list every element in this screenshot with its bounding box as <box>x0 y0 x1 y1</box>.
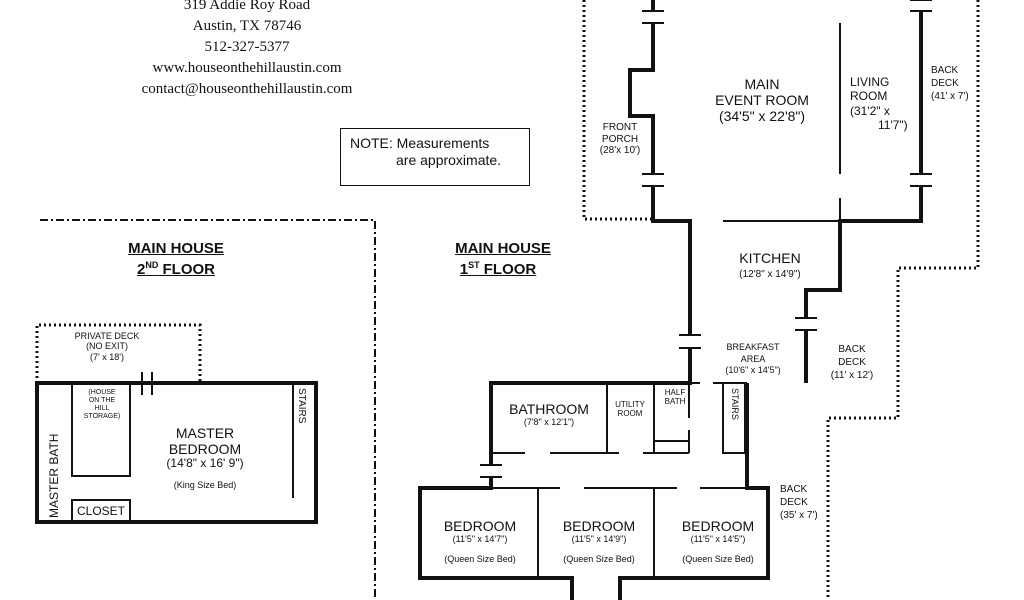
second-floor-title: MAIN HOUSE <box>128 240 224 257</box>
first-floor-stairs-label: STAIRS <box>730 388 740 420</box>
master-bedroom-size: (14'8" x 16' 9") <box>166 456 244 471</box>
private-deck-name: PRIVATE DECK <box>74 331 140 341</box>
living-room-size-1: (31'2" x <box>850 103 890 118</box>
back-deck-low-name-1: BACK <box>780 484 808 495</box>
kitchen-label: KITCHEN (12'8" x 14'9") <box>739 250 801 281</box>
half-bath-name-2: BATH <box>664 397 686 407</box>
breakfast-area-size: (10'6" x 14'5") <box>725 365 781 376</box>
bedroom-2-label: BEDROOM (11'5" x 14'9") (Queen Size Bed) <box>563 518 635 565</box>
living-room-name-1: LIVING <box>850 75 890 89</box>
half-bath-label: HALF BATH <box>665 388 686 406</box>
private-deck-note: (NO EXIT) <box>86 341 128 352</box>
living-room-name-2: ROOM <box>850 89 888 104</box>
main-event-room-size: (34'5" x 22'8") <box>718 108 806 125</box>
bedroom-3-label: BEDROOM (11'5" x 14'5") (Queen Size Bed) <box>682 518 754 565</box>
bathroom-name: BATHROOM <box>509 401 589 417</box>
bedroom-bed: (Queen Size Bed) <box>682 554 754 565</box>
back-deck-low-size: (35' x 7') <box>780 510 818 521</box>
closet-label: CLOSET <box>76 504 126 518</box>
front-porch-label: FRONT PORCH (28'x 10') <box>600 122 641 157</box>
back-deck-mid-name-1: BACK <box>838 344 866 355</box>
second-floor-subtitle: 2ND FLOOR <box>137 260 215 278</box>
kitchen-name: KITCHEN <box>739 250 801 266</box>
bedroom-1-label: BEDROOM (11'5" x 14'7") (Queen Size Bed) <box>444 518 516 565</box>
back-deck-low-label: BACK DECK (35' x 7') <box>780 483 818 522</box>
measurement-note: NOTE: Measurements are approximate. <box>340 128 530 186</box>
floor-word: FLOOR <box>479 261 537 278</box>
master-bedroom-bed: (King Size Bed) <box>173 479 237 490</box>
utility-room-name-2: ROOM <box>617 409 643 419</box>
front-porch-size: (28'x 10') <box>599 145 641 156</box>
back-deck-top-label: BACK DECK (41' x 7') <box>931 64 969 103</box>
living-room-size-2: 11'7") <box>878 118 908 133</box>
breakfast-area-label: BREAKFAST AREA (10'6" x 14'5") <box>725 342 780 377</box>
storage-line-1: (HOUSE <box>88 389 116 396</box>
deck-outlines <box>35 0 980 600</box>
bedroom-bed: (Queen Size Bed) <box>444 554 516 565</box>
master-bedroom-name-1: MASTER <box>175 425 235 441</box>
utility-room-label: UTILITY ROOM <box>615 400 645 418</box>
kitchen-size: (12'8" x 14'9") <box>739 269 801 281</box>
master-bedroom-name-2: BEDROOM <box>168 441 242 458</box>
breakfast-area-name-2: AREA <box>740 353 766 364</box>
bedroom-bed: (Queen Size Bed) <box>563 554 635 565</box>
phone-number: 512-327-5377 <box>204 39 290 55</box>
address-line-2: Austin, TX 78746 <box>192 18 302 34</box>
first-floor-subtitle: 1ST FLOOR <box>460 260 537 278</box>
email-link[interactable]: contact@houseonthehillaustin.com <box>141 81 353 97</box>
note-line-1: NOTE: Measurements <box>350 135 490 151</box>
storage-line-2: ON THE <box>88 397 116 405</box>
half-bath-name-1: HALF <box>664 388 686 397</box>
breakfast-area-name-1: BREAKFAST <box>726 342 780 352</box>
bedroom-name: BEDROOM <box>562 518 636 534</box>
private-deck-label: PRIVATE DECK (NO EXIT) (7' x 18') <box>75 331 140 362</box>
bedroom-name: BEDROOM <box>681 518 755 534</box>
note-line-2: are approximate. <box>396 152 502 168</box>
front-porch-name-1: FRONT <box>602 122 638 133</box>
storage-line-4: STORAGE) <box>83 413 121 421</box>
storage-line-3: HILL <box>94 405 110 413</box>
bathroom-label: BATHROOM (7'8" x 12'1") <box>509 401 589 427</box>
bedroom-size: (11'5" x 14'5") <box>690 534 746 545</box>
main-event-room-name-2: EVENT ROOM <box>715 92 809 109</box>
private-deck-size: (7' x 18') <box>90 351 124 362</box>
bedroom-size: (11'5" x 14'7") <box>452 534 508 545</box>
address-line-1: 319 Addie Roy Road <box>183 0 311 13</box>
back-deck-top-size: (41' x 7') <box>931 91 969 102</box>
master-bath-label: MASTER BATH <box>47 433 61 518</box>
floor-suffix: ST <box>468 260 480 270</box>
bedroom-size: (11'5" x 14'9") <box>571 534 627 545</box>
living-room-label: LIVING ROOM (31'2" x 11'7") <box>850 75 908 133</box>
master-bedroom-label: MASTER BEDROOM (14'8" x 16' 9") (King Si… <box>166 425 243 490</box>
floor-suffix: ND <box>145 260 159 270</box>
back-deck-top-name-1: BACK <box>931 65 959 76</box>
second-floor-stairs-label: STAIRS <box>296 388 307 424</box>
back-deck-low-name-2: DECK <box>780 497 808 508</box>
back-deck-mid-label: BACK DECK (11' x 12') <box>831 343 874 382</box>
bedroom-name: BEDROOM <box>443 518 517 534</box>
floor-number: 2 <box>136 261 146 278</box>
main-event-room-name-1: MAIN <box>744 76 780 92</box>
floor-word: FLOOR <box>158 261 216 278</box>
back-deck-top-name-2: DECK <box>931 78 959 89</box>
front-porch-name-2: PORCH <box>601 133 639 145</box>
main-event-room-label: MAIN EVENT ROOM (34'5" x 22'8") <box>715 76 809 124</box>
utility-room-name-1: UTILITY <box>615 400 645 409</box>
first-floor-title: MAIN HOUSE <box>455 240 551 257</box>
website-link[interactable]: www.houseonthehillaustin.com <box>152 60 342 76</box>
storage-label: (HOUSE ON THE HILL STORAGE) <box>84 389 120 421</box>
floor-number: 1 <box>459 261 469 278</box>
bathroom-size: (7'8" x 12'1") <box>523 417 575 428</box>
back-deck-mid-size: (11' x 12') <box>830 370 874 381</box>
back-deck-mid-name-2: DECK <box>838 357 866 368</box>
